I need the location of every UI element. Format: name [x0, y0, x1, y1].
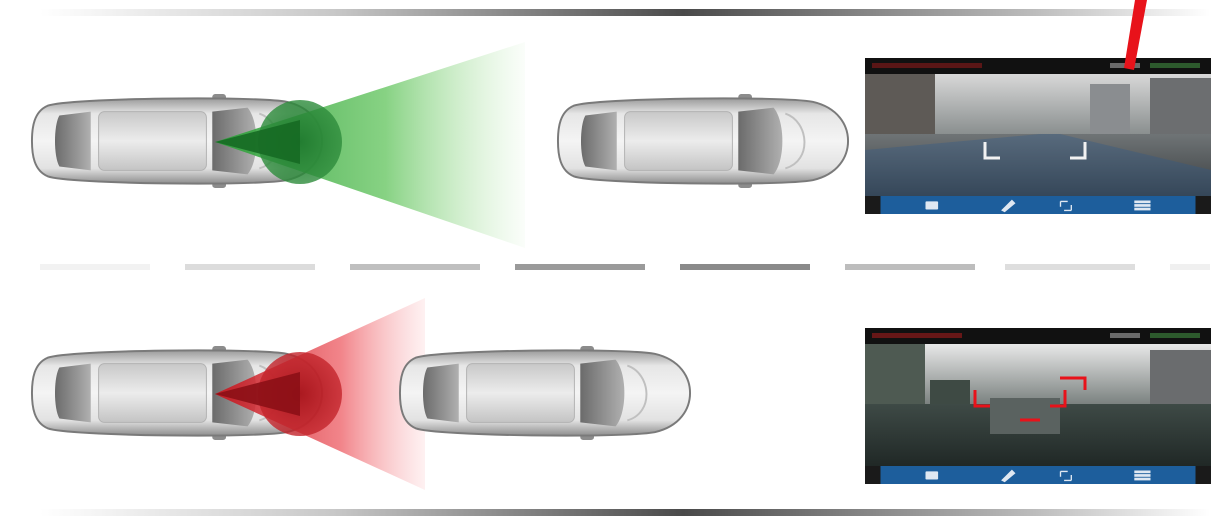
road-edge-bottom	[40, 509, 1210, 516]
lead-car-top	[558, 94, 848, 188]
lane-divider	[40, 264, 1210, 270]
lead-car-bottom	[400, 346, 690, 440]
road-edge-top	[40, 9, 1210, 16]
scenario-collision-warning	[32, 298, 1211, 490]
dashcam-screen-top	[865, 58, 1211, 214]
dashcam-screen-bottom	[865, 328, 1211, 484]
scenario-safe-distance	[32, 42, 1211, 248]
